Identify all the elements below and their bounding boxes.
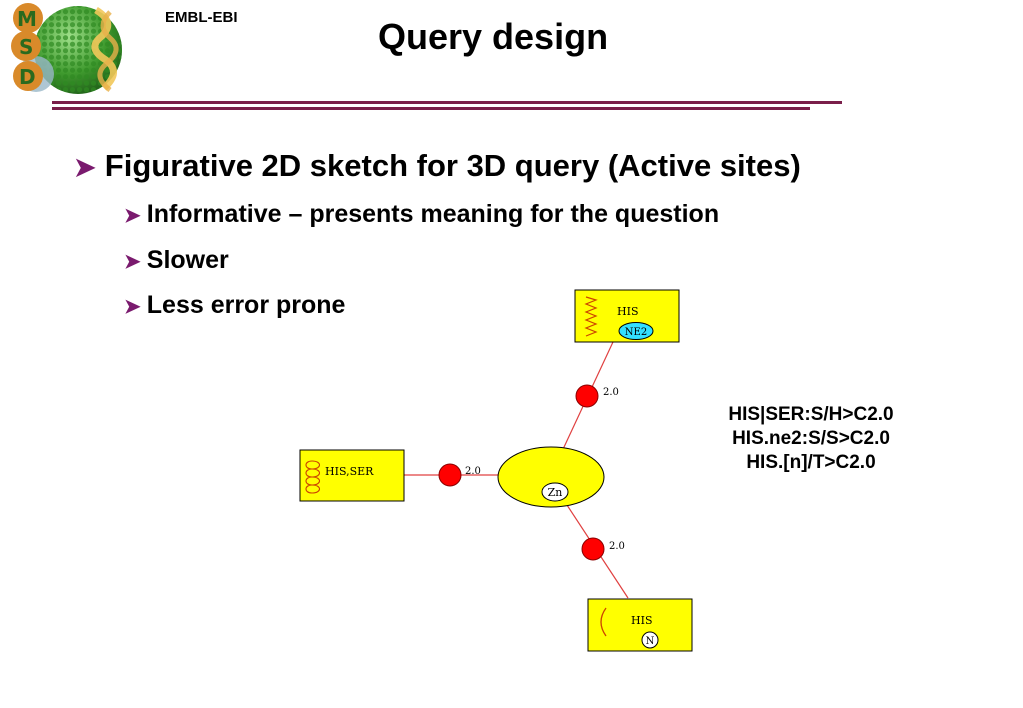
title-rule-bottom	[52, 107, 810, 110]
sub-bullet-text: Slower	[146, 246, 229, 274]
atom-circle-n[interactable]	[641, 631, 659, 649]
query-strings: HIS|SER:S/H>C2.0 HIS.ne2:S/S>C2.0 HIS.[n…	[700, 403, 922, 475]
query-string: HIS.ne2:S/S>C2.0	[732, 428, 890, 449]
zigzag-helix-icon	[584, 296, 598, 337]
logo-letter-d: D	[19, 65, 36, 89]
distance-constraint-bottom[interactable]	[581, 537, 605, 561]
atom-label: N	[646, 636, 655, 647]
main-bullet-text: Figurative 2D sketch for 3D query (Activ…	[104, 148, 801, 183]
logo-letter-s: S	[19, 35, 33, 59]
msd-logo: M S D	[11, 3, 122, 94]
distance-constraint-top[interactable]	[575, 384, 599, 408]
query-string: HIS|SER:S/H>C2.0	[728, 404, 894, 425]
coil-helix-icon	[305, 460, 321, 494]
sub-bullet-slower: ➤Slower	[124, 246, 229, 275]
distance-label: 2.0	[603, 387, 619, 398]
strand-icon	[600, 607, 607, 637]
organization-name: EMBL-EBI	[165, 9, 238, 26]
distance-constraint-left[interactable]	[438, 463, 462, 487]
sub-bullet-text: Informative – presents meaning for the q…	[146, 200, 720, 228]
distance-label: 2.0	[609, 541, 625, 552]
zn-atom-ellipse	[541, 482, 569, 502]
residue-box-left[interactable]: HIS,SER	[299, 449, 405, 502]
residue-label: HIS	[631, 614, 652, 627]
atom-label: NE2	[625, 327, 647, 338]
distance-label: 2.0	[465, 466, 481, 477]
atom-ellipse-ne2[interactable]	[618, 322, 654, 340]
residue-box-top[interactable]: HIS NE2	[574, 289, 680, 343]
logo-letter-m: M	[17, 7, 37, 31]
main-bullet: ➤ Figurative 2D sketch for 3D query (Acti…	[74, 148, 801, 184]
sub-bullet-text: Less error prone	[146, 291, 346, 319]
title-rule-top	[52, 101, 842, 104]
residue-box-bottom[interactable]: HIS N	[587, 598, 693, 652]
sub-bullet-informative: ➤Informative – presents meaning for the …	[124, 200, 719, 229]
arrowhead-icon: ➤	[124, 296, 141, 318]
residue-label: HIS,SER	[325, 465, 374, 478]
sub-bullet-error-prone: ➤Less error prone	[124, 291, 345, 320]
center-label: Zn	[548, 486, 563, 499]
arrowhead-icon: ➤	[74, 152, 96, 182]
arrowhead-icon: ➤	[124, 251, 141, 273]
query-string: HIS.[n]/T>C2.0	[746, 452, 876, 473]
slide-title: Query design	[378, 16, 609, 57]
residue-label: HIS	[617, 305, 638, 318]
arrowhead-icon: ➤	[124, 205, 141, 227]
metal-center[interactable]: Zn	[497, 446, 605, 508]
